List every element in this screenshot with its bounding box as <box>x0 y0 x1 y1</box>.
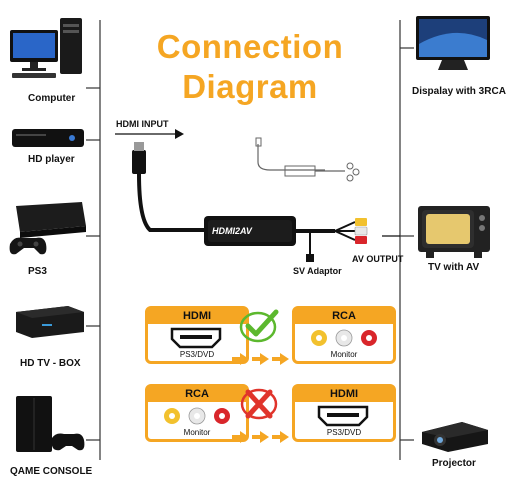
diagram-title-line2: Diagram <box>182 68 318 105</box>
row1-source-sub: PS3/DVD <box>179 350 215 359</box>
monitor-icon <box>416 16 490 70</box>
device-label-computer: Computer <box>28 93 76 104</box>
hdmi-port-icon <box>170 327 222 349</box>
check-icon <box>239 309 279 343</box>
hdmi-input-label: HDMI INPUT <box>116 119 169 129</box>
row2-target-card: HDMI PS3/DVD <box>292 384 396 442</box>
row2-source-card: RCA Monitor <box>145 384 249 442</box>
row1-target-card: RCA Monitor <box>292 306 396 364</box>
converter-label: HDMI2AV <box>212 226 252 236</box>
device-label-ps3: PS3 <box>28 266 47 277</box>
ps3-icon <box>9 202 86 255</box>
device-label-crt-tv: TV with AV <box>428 262 480 273</box>
device-label-projector: Projector <box>432 458 476 469</box>
game-console-icon <box>16 396 85 452</box>
tv-box-icon <box>16 306 84 338</box>
av-output-label: AV OUTPUT <box>352 254 404 264</box>
row1-source-card: HDMI PS3/DVD <box>145 306 249 364</box>
rca-ports-icon <box>164 407 230 425</box>
sv-adaptor-label: SV Adaptor <box>293 266 342 276</box>
diagram-title-line1: Connection <box>156 28 344 65</box>
crt-tv-icon <box>418 206 490 258</box>
cross-icon <box>240 388 278 420</box>
hd-player-icon <box>12 129 84 147</box>
row1-target-head: RCA <box>295 309 393 324</box>
converter-illustration <box>132 137 368 262</box>
device-label-hd-player: HD player <box>28 154 75 165</box>
row2-target-head: HDMI <box>295 387 393 402</box>
row1-source-head: HDMI <box>148 309 246 324</box>
row2-source-sub: Monitor <box>183 428 211 437</box>
device-label-game-console: QAME CONSOLE <box>10 466 93 477</box>
rca-ports-icon <box>311 329 377 347</box>
computer-icon <box>10 18 82 78</box>
row2-source-head: RCA <box>148 387 246 402</box>
row2-target-sub: PS3/DVD <box>326 428 362 437</box>
device-label-tv-box: HD TV - BOX <box>20 358 81 369</box>
projector-icon <box>422 422 488 452</box>
hdmi-port-icon <box>317 405 369 427</box>
device-label-monitor: Dispalay with 3RCA <box>412 86 506 97</box>
row1-target-sub: Monitor <box>330 350 358 359</box>
